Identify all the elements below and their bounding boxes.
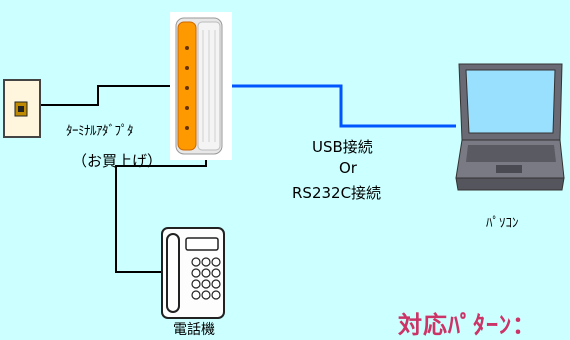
wall-to-adapter-line [40, 85, 176, 106]
terminal-adapter-note: （お買上げ） [72, 152, 163, 170]
wall-jack-icon [3, 79, 41, 138]
usb-line [230, 84, 456, 128]
pattern-title: 対応ﾊﾟﾀｰﾝ： [398, 311, 537, 339]
terminal-adapter-label: ﾀｰﾐﾅﾙｱﾀﾞﾌﾟﾀ [66, 124, 134, 139]
connection-label-usb: USB接続 [312, 138, 373, 156]
pc-label: ﾊﾟｿｺﾝ [486, 216, 519, 231]
phone-label: 電話機 [173, 322, 215, 338]
telephone-icon [161, 227, 225, 319]
connection-label-or: Or [339, 159, 357, 177]
terminal-adapter-icon [170, 12, 232, 160]
laptop-icon [455, 63, 565, 191]
connection-label-rs232c: RS232C接続 [292, 184, 382, 202]
